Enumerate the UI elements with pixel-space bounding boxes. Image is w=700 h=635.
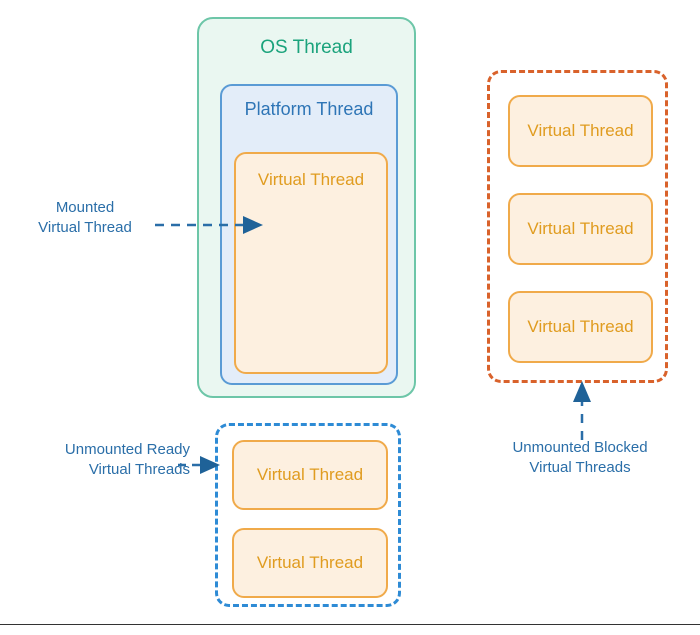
unmounted-ready-group: Virtual Thread Virtual Thread <box>215 423 401 607</box>
connector-ready-arrow <box>178 456 220 474</box>
annotation-unmounted-blocked-virtual-threads: Unmounted Blocked Virtual Threads <box>512 439 648 477</box>
virtual-thread-label: Virtual Thread <box>256 553 364 572</box>
mounted-virtual-thread-box: Virtual Thread <box>234 152 388 374</box>
platform-thread-label: Platform Thread <box>244 99 374 119</box>
os-thread-container: OS Thread Platform Thread Virtual Thread <box>197 17 416 398</box>
virtual-thread-box: Virtual Thread <box>508 193 653 265</box>
connector-blocked-arrow <box>573 381 591 440</box>
bottom-divider <box>0 624 700 625</box>
mounted-virtual-thread-label: Virtual Thread <box>257 170 365 189</box>
unmounted-blocked-group: Virtual Thread Virtual Thread Virtual Th… <box>487 70 668 383</box>
annotation-unmounted-ready-virtual-threads: Unmounted Ready Virtual Threads <box>64 441 190 479</box>
connector-mounted-arrow <box>155 216 263 234</box>
os-thread-label: OS Thread <box>260 37 353 58</box>
virtual-thread-label: Virtual Thread <box>256 465 364 484</box>
virtual-thread-box: Virtual Thread <box>232 440 388 510</box>
virtual-thread-box: Virtual Thread <box>508 95 653 167</box>
virtual-thread-label: Virtual Thread <box>527 317 634 336</box>
platform-thread-container: Platform Thread Virtual Thread <box>220 84 398 385</box>
virtual-thread-box: Virtual Thread <box>508 291 653 363</box>
virtual-thread-label: Virtual Thread <box>527 121 634 140</box>
virtual-thread-box: Virtual Thread <box>232 528 388 598</box>
virtual-thread-label: Virtual Thread <box>527 219 634 238</box>
annotation-mounted-virtual-thread: Mounted Virtual Thread <box>38 199 132 237</box>
